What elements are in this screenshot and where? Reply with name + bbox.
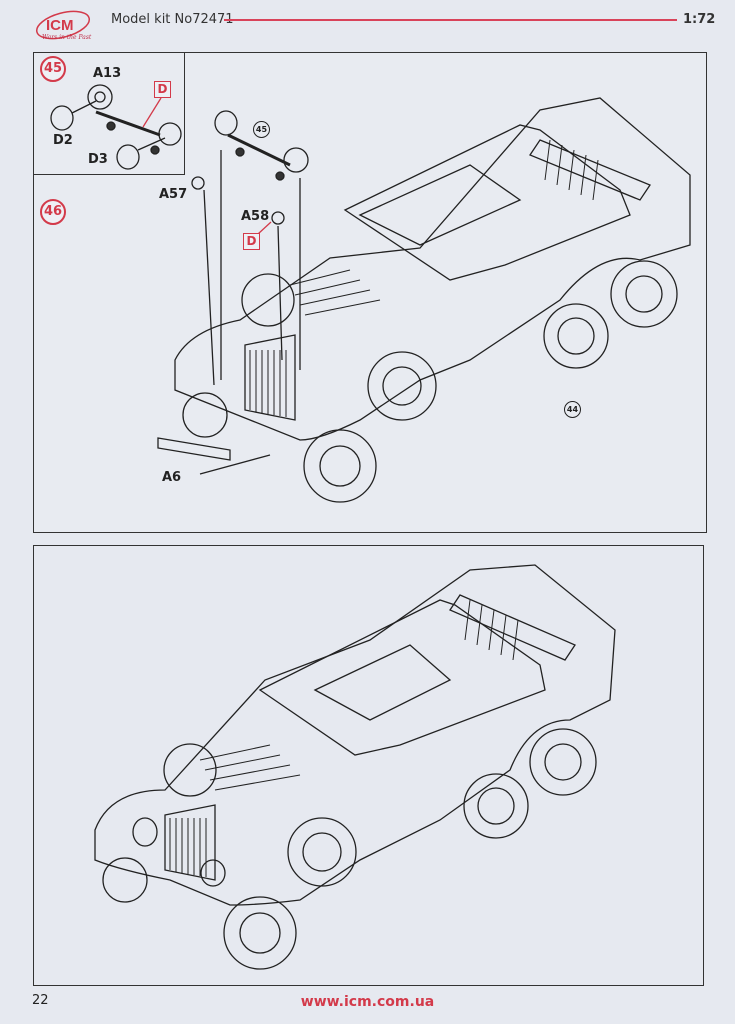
step-panel-45-46 bbox=[33, 52, 707, 533]
part-a58: A58 bbox=[241, 209, 270, 224]
paint-code-d: D bbox=[154, 81, 171, 98]
wheels bbox=[182, 260, 678, 503]
paint-code-d: D bbox=[243, 233, 260, 250]
part-a57: A57 bbox=[159, 187, 188, 202]
staff-car-drawing-2 bbox=[94, 564, 616, 970]
step-number-45: 45 bbox=[40, 56, 66, 82]
headlight-bar-subassembly bbox=[50, 84, 182, 170]
icm-logo: ICM bbox=[35, 10, 91, 40]
logo-brand-text: ICM bbox=[46, 17, 74, 34]
step-result-panel bbox=[33, 545, 704, 986]
part-d3: D3 bbox=[88, 152, 108, 167]
callout-45: 45 bbox=[253, 121, 270, 138]
part-a13: A13 bbox=[93, 66, 122, 81]
callout-44: 44 bbox=[564, 401, 581, 418]
scale: 1:72 bbox=[683, 12, 716, 27]
page-number: 22 bbox=[32, 993, 49, 1008]
logo-tagline: Wars in the Past bbox=[42, 34, 92, 41]
header-rule bbox=[224, 19, 677, 21]
step-45-subpanel bbox=[33, 52, 185, 175]
model-kit-number: Model kit No72471 bbox=[111, 12, 234, 27]
part-a6: A6 bbox=[162, 470, 182, 485]
staff-car-drawing-1 bbox=[174, 97, 691, 503]
headlight-bar-installed bbox=[157, 110, 309, 475]
step-number-46: 46 bbox=[40, 199, 66, 225]
website-link[interactable]: www.icm.com.ua bbox=[300, 994, 435, 1010]
part-d2: D2 bbox=[53, 133, 73, 148]
